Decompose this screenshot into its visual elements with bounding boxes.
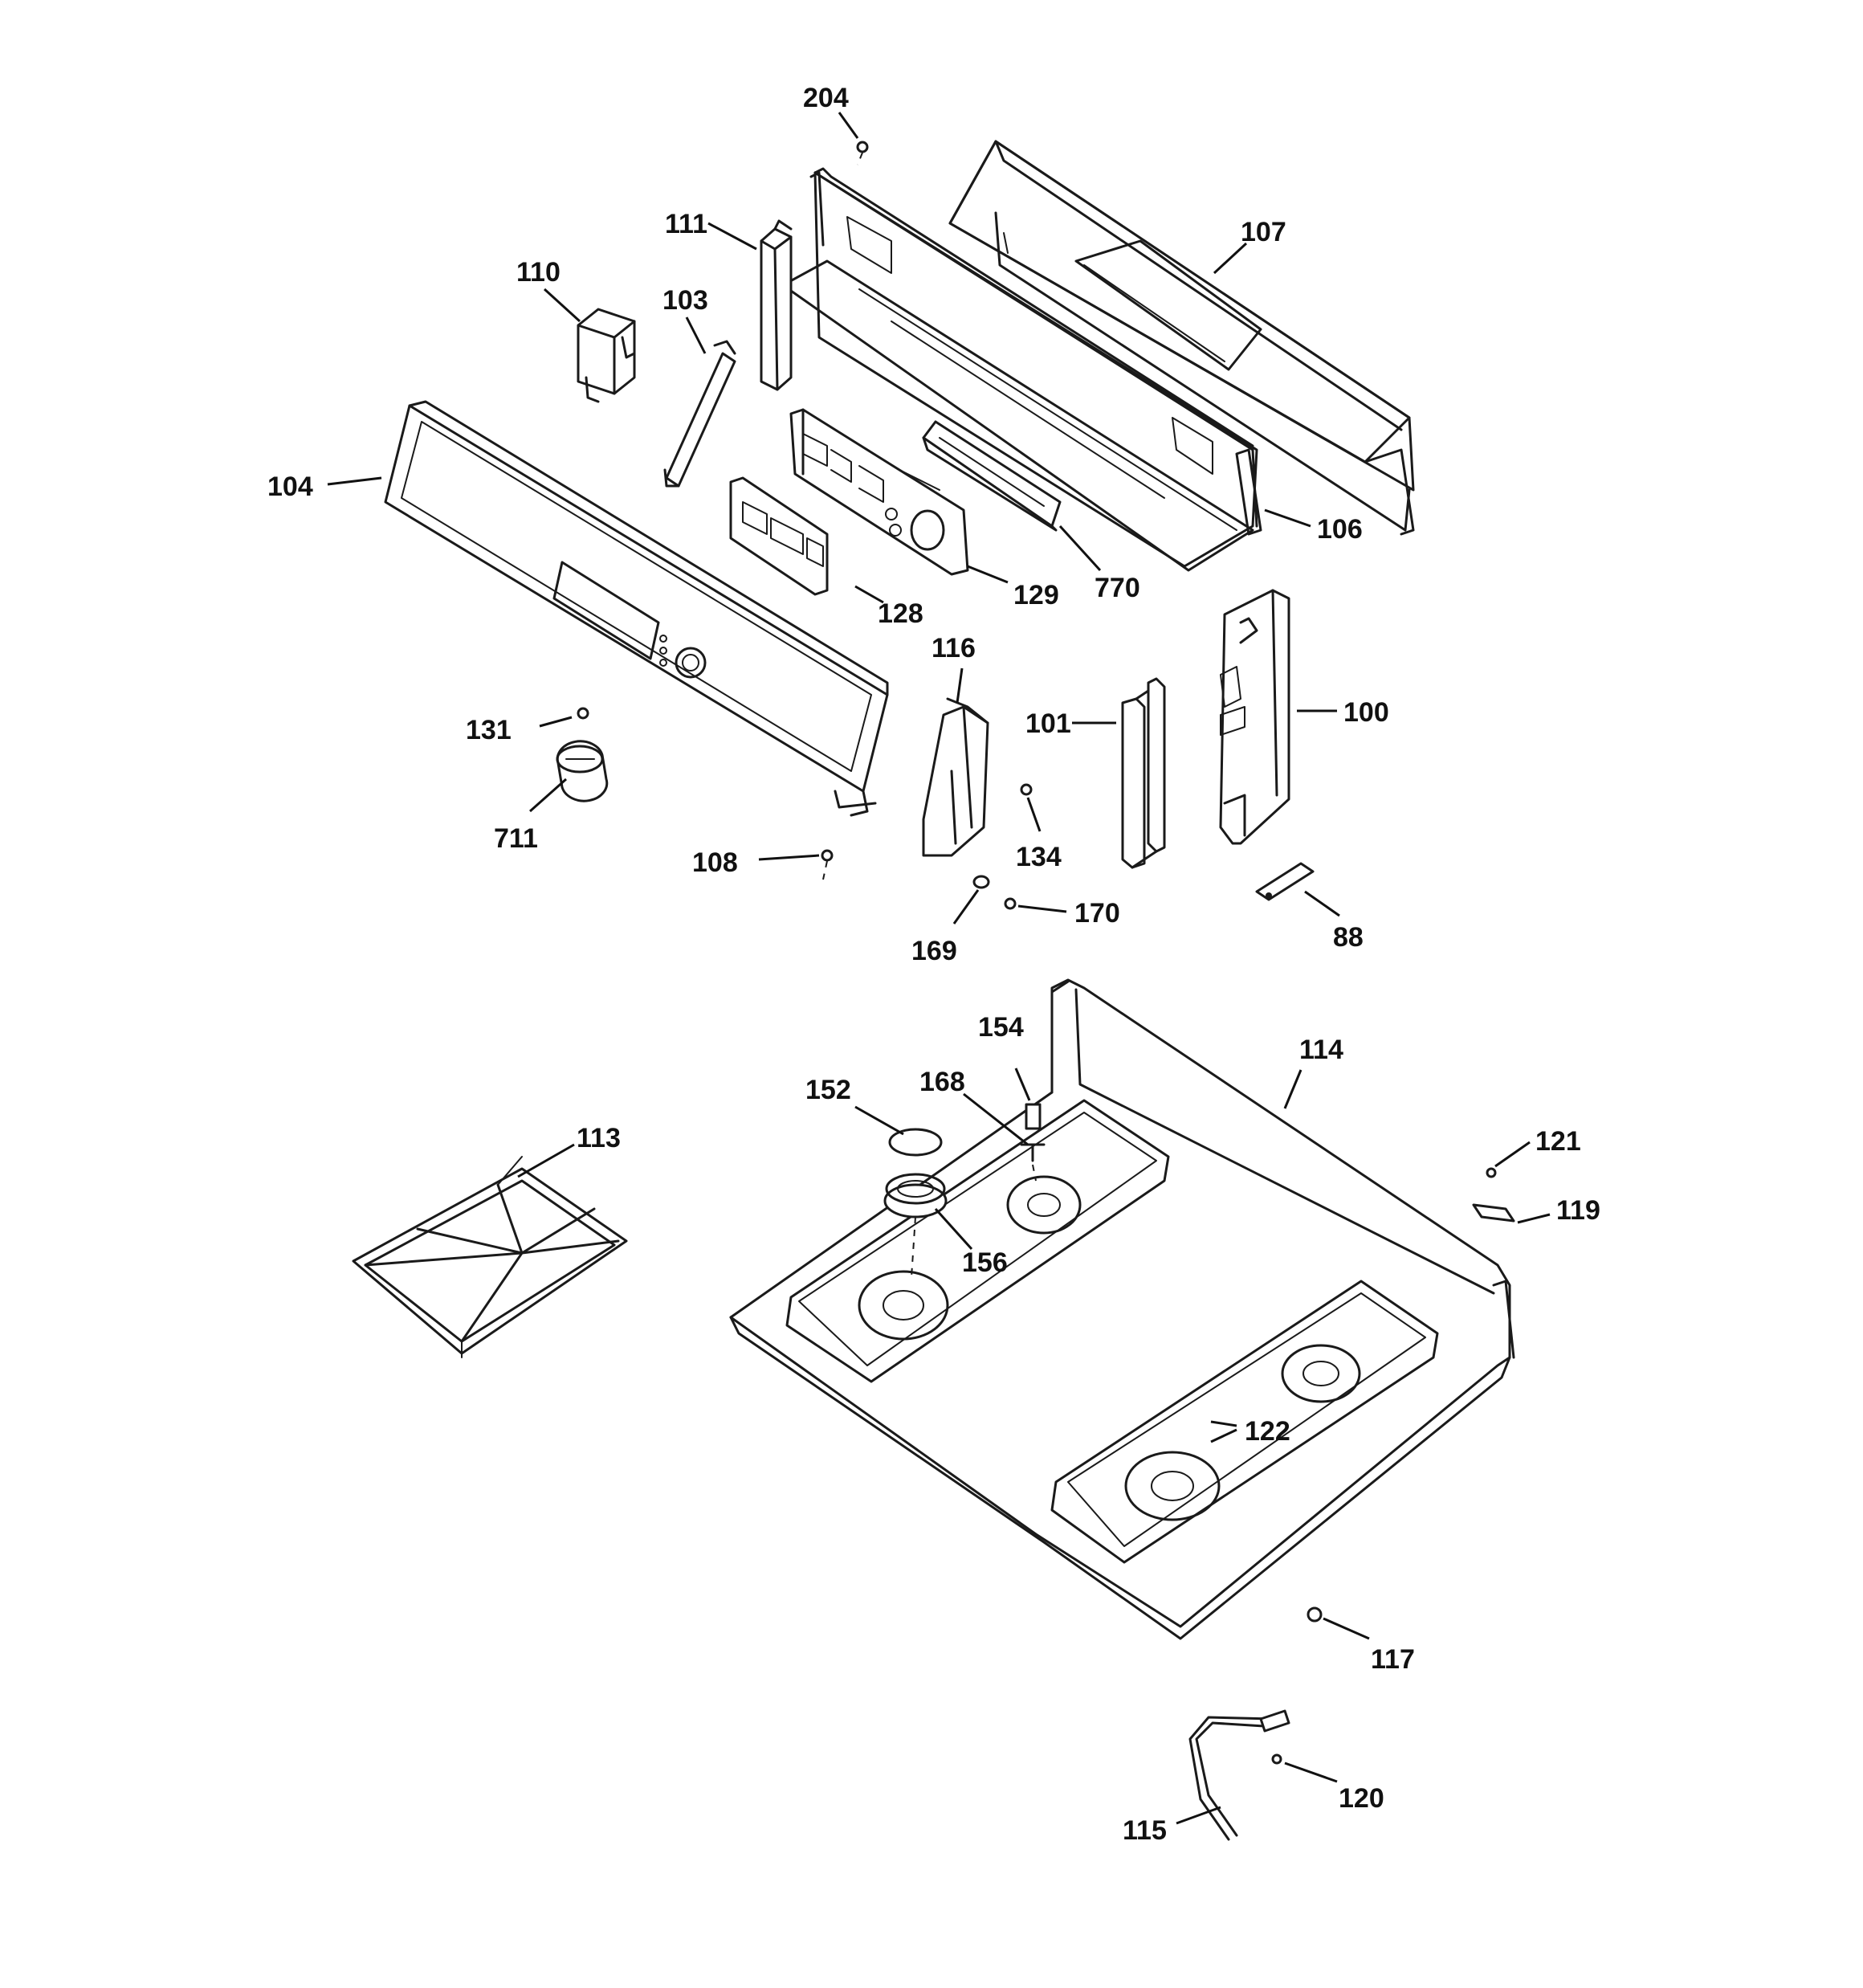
part-101-bracket	[1121, 677, 1166, 869]
callout-116: 116	[932, 633, 976, 663]
part-121-screw	[1486, 1167, 1497, 1178]
part-115-support-rod	[1188, 1709, 1290, 1841]
callout-129: 129	[1013, 580, 1059, 610]
callout-106: 106	[1317, 514, 1363, 545]
callout-128: 128	[878, 598, 923, 629]
callout-115: 115	[1123, 1815, 1167, 1846]
part-119-bracket	[1472, 1203, 1515, 1223]
part-204-screw	[856, 141, 869, 153]
callout-117: 117	[1371, 1644, 1415, 1675]
burner-parts	[883, 1103, 1046, 1278]
part-770-bracket-bar	[922, 420, 1062, 532]
callout-104: 104	[267, 471, 313, 502]
callout-119: 119	[1556, 1195, 1600, 1226]
callout-204: 204	[803, 83, 849, 113]
part-114-cooktop	[729, 978, 1515, 1640]
fasteners	[821, 141, 1515, 1765]
part-103-bracket-strip	[663, 340, 736, 488]
callout-107: 107	[1241, 217, 1286, 247]
part-117-grommet	[1307, 1606, 1323, 1623]
callout-111: 111	[665, 209, 707, 239]
part-106-backguard-panel	[781, 167, 1262, 572]
part-113-grate	[352, 1156, 628, 1358]
callout-113: 113	[577, 1123, 621, 1153]
callout-120: 120	[1339, 1783, 1384, 1814]
part-88-bar	[1255, 862, 1315, 901]
part-134-screw	[1020, 783, 1033, 796]
part-111-side-bracket	[760, 219, 793, 391]
callout-770: 770	[1095, 573, 1140, 603]
part-107-vent-trim	[948, 140, 1415, 536]
callout-101: 101	[1025, 708, 1071, 739]
callout-100: 100	[1343, 697, 1389, 728]
callout-168: 168	[919, 1067, 965, 1097]
callout-122: 122	[1245, 1416, 1290, 1447]
callout-711: 711	[494, 823, 538, 854]
callout-156: 156	[962, 1247, 1008, 1278]
leader-lines	[327, 112, 1551, 1825]
callout-labels: 204 111 107 110 103 104 106 128 129 770 …	[267, 83, 1600, 1846]
callout-121: 121	[1535, 1126, 1581, 1157]
part-154-orifice	[1025, 1103, 1042, 1130]
part-711-knob	[556, 740, 609, 802]
callout-131: 131	[466, 715, 512, 745]
part-152-burner-cap	[888, 1128, 943, 1157]
part-129-control-board	[789, 408, 969, 576]
callout-169: 169	[911, 936, 957, 966]
part-156-burner-head	[883, 1173, 948, 1219]
part-168-spreader	[1020, 1143, 1046, 1162]
callout-88: 88	[1333, 922, 1364, 953]
callout-108: 108	[692, 847, 738, 878]
part-131-clip	[577, 707, 589, 720]
part-116-end-cap	[922, 697, 989, 857]
callout-134: 134	[1016, 842, 1062, 872]
part-170-screw	[1004, 897, 1017, 910]
part-169-washer	[972, 875, 990, 889]
part-104-control-panel	[384, 400, 889, 817]
part-120-screw	[1271, 1753, 1282, 1765]
burner-rings	[858, 1175, 1361, 1521]
part-108-screw	[821, 849, 834, 862]
callout-103: 103	[662, 285, 708, 316]
part-110-relay-block	[577, 308, 636, 403]
callout-152: 152	[805, 1075, 851, 1105]
part-100-end-panel	[1219, 589, 1290, 845]
callout-114: 114	[1299, 1035, 1343, 1065]
callout-110: 110	[516, 257, 561, 288]
part-128-overlay	[729, 476, 829, 596]
callout-170: 170	[1074, 898, 1120, 929]
callout-154: 154	[978, 1012, 1024, 1043]
